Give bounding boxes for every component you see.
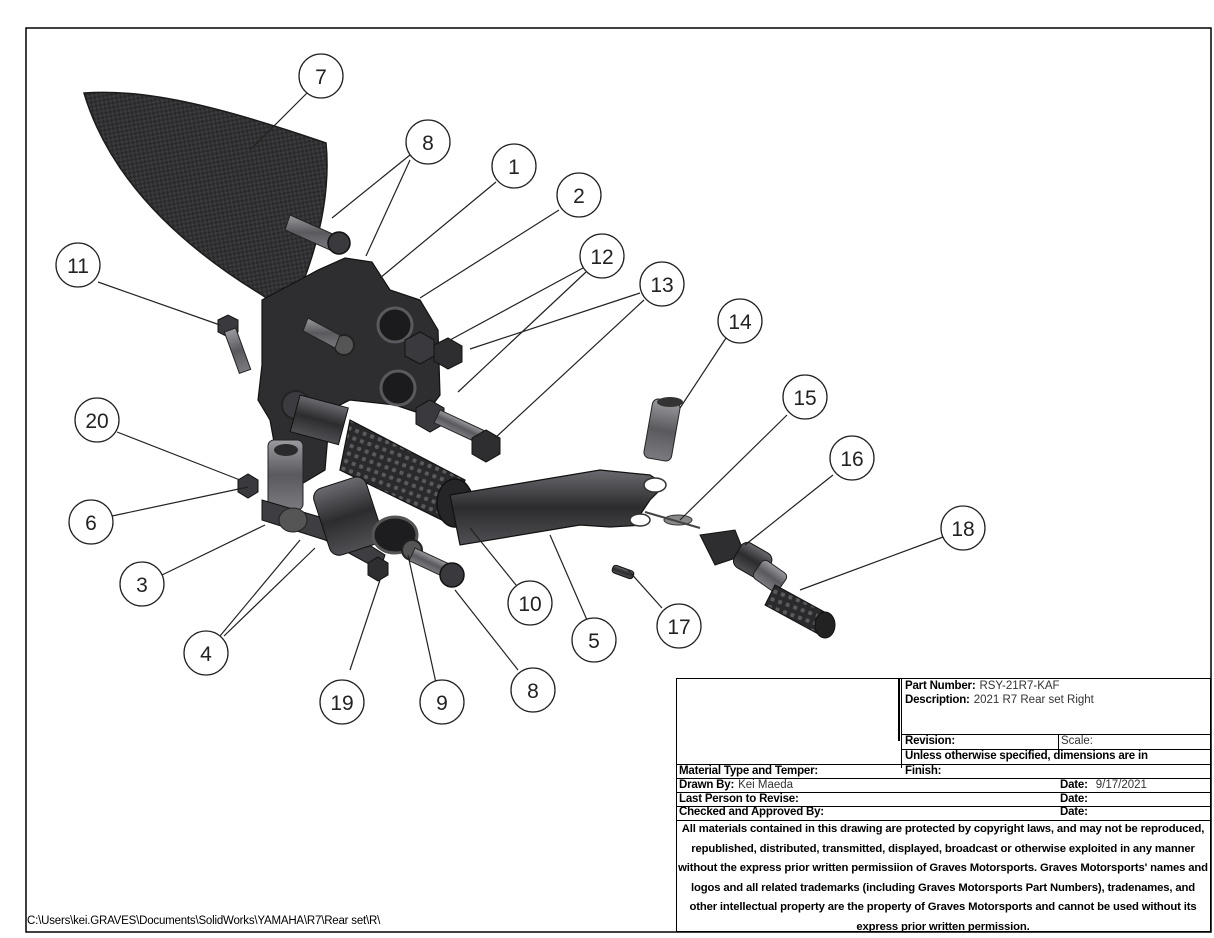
svg-text:20: 20 xyxy=(85,410,108,433)
svg-text:16: 16 xyxy=(840,448,863,471)
drawn-by: Kei Maeda xyxy=(738,779,794,791)
balloon-3: 3 xyxy=(119,561,165,607)
balloon-20: 20 xyxy=(74,397,120,443)
svg-text:5: 5 xyxy=(588,630,600,653)
svg-text:10: 10 xyxy=(518,593,541,616)
part-description: 2021 R7 Rear set Right xyxy=(973,694,1094,706)
scale-label: Scale: xyxy=(1061,735,1093,747)
balloon-13: 13 xyxy=(639,261,685,307)
balloon-10: 10 xyxy=(507,580,553,626)
svg-text:2: 2 xyxy=(573,185,585,208)
balloon-18: 18 xyxy=(940,505,986,551)
balloon-2: 2 xyxy=(556,172,602,218)
balloon-9: 9 xyxy=(419,679,465,725)
lever-eye-lower xyxy=(629,513,651,527)
bracket-hole-lower xyxy=(379,369,417,407)
svg-text:19: 19 xyxy=(330,692,353,715)
balloon-15: 15 xyxy=(782,374,828,420)
checked-date-label: Date: xyxy=(1060,806,1088,818)
svg-text:14: 14 xyxy=(728,311,752,334)
part-bolt-11 xyxy=(217,314,252,375)
balloon-19: 19 xyxy=(319,679,365,725)
part-setscrew-17 xyxy=(611,564,635,580)
svg-text:17: 17 xyxy=(667,616,690,639)
drawn-by-row: Drawn By:Kei Maeda xyxy=(679,779,794,791)
last-revise-label: Last Person to Revise: xyxy=(679,793,799,805)
drawing-frame xyxy=(25,27,1212,933)
svg-text:1: 1 xyxy=(508,156,520,179)
revise-date-label: Date: xyxy=(1060,793,1088,805)
balloon-7: 7 xyxy=(298,53,344,99)
svg-text:8: 8 xyxy=(527,680,539,703)
balloon-14: 14 xyxy=(717,298,763,344)
finish-label: Finish: xyxy=(905,765,942,777)
balloon-17: 17 xyxy=(656,603,702,649)
bracket-hole-upper xyxy=(376,306,414,344)
file-path: C:\Users\kei.GRAVES\Documents\SolidWorks… xyxy=(27,915,381,927)
title-block: Part Number:RSY-21R7-KAF Description:202… xyxy=(676,678,1211,933)
svg-text:3: 3 xyxy=(136,574,148,597)
part-number: RSY-21R7-KAF xyxy=(979,680,1060,692)
lever-eye-upper xyxy=(643,477,667,493)
description-row: Description:2021 R7 Rear set Right xyxy=(905,694,1094,706)
part-spacer-14 xyxy=(643,397,683,462)
part-number-row: Part Number:RSY-21R7-KAF xyxy=(905,680,1060,692)
svg-text:9: 9 xyxy=(436,692,448,715)
svg-text:18: 18 xyxy=(951,518,974,541)
balloon-16: 16 xyxy=(829,435,875,481)
balloon-8: 8 xyxy=(405,119,451,165)
svg-text:4: 4 xyxy=(200,643,212,666)
balloon-8-lower: 8 xyxy=(510,667,556,713)
material-label: Material Type and Temper: xyxy=(679,765,818,777)
dimensions-note: Unless otherwise specified, dimensions a… xyxy=(905,750,1148,762)
svg-text:11: 11 xyxy=(67,255,89,278)
part-shift-lever xyxy=(449,469,666,546)
part-clevis-16 xyxy=(699,529,773,579)
exploded-assembly xyxy=(83,91,836,639)
part-collar xyxy=(313,476,465,588)
part-pivot-assembly xyxy=(237,439,389,582)
balloon-1: 1 xyxy=(491,143,537,189)
balloon-6: 6 xyxy=(68,499,114,545)
part-clip-15 xyxy=(644,511,701,529)
balloon-callouts: 7 8 1 2 12 13 11 14 15 20 16 18 6 3 10 1… xyxy=(55,53,986,725)
part-nuts-bolts xyxy=(404,331,501,463)
copyright-notice: All materials contained in this drawing … xyxy=(678,823,1208,933)
part-shift-peg-18 xyxy=(752,559,836,639)
revision-label: Revision: xyxy=(905,735,955,747)
drawn-date-row: Date:9/17/2021 xyxy=(1060,779,1147,791)
part-heel-guard xyxy=(83,91,328,303)
balloon-12: 12 xyxy=(579,233,625,279)
part-bolt-upper xyxy=(284,214,351,349)
svg-text:8: 8 xyxy=(422,132,434,155)
leader-lines xyxy=(97,92,944,684)
balloon-11: 11 xyxy=(55,242,101,288)
svg-text:6: 6 xyxy=(85,512,97,535)
balloon-4: 4 xyxy=(183,630,229,676)
svg-text:13: 13 xyxy=(650,274,673,297)
balloon-5: 5 xyxy=(571,617,617,663)
drawn-date: 9/17/2021 xyxy=(1095,779,1147,791)
svg-text:12: 12 xyxy=(590,246,613,269)
checked-label: Checked and Approved By: xyxy=(679,806,824,818)
svg-text:7: 7 xyxy=(315,66,327,89)
svg-text:15: 15 xyxy=(793,387,816,410)
